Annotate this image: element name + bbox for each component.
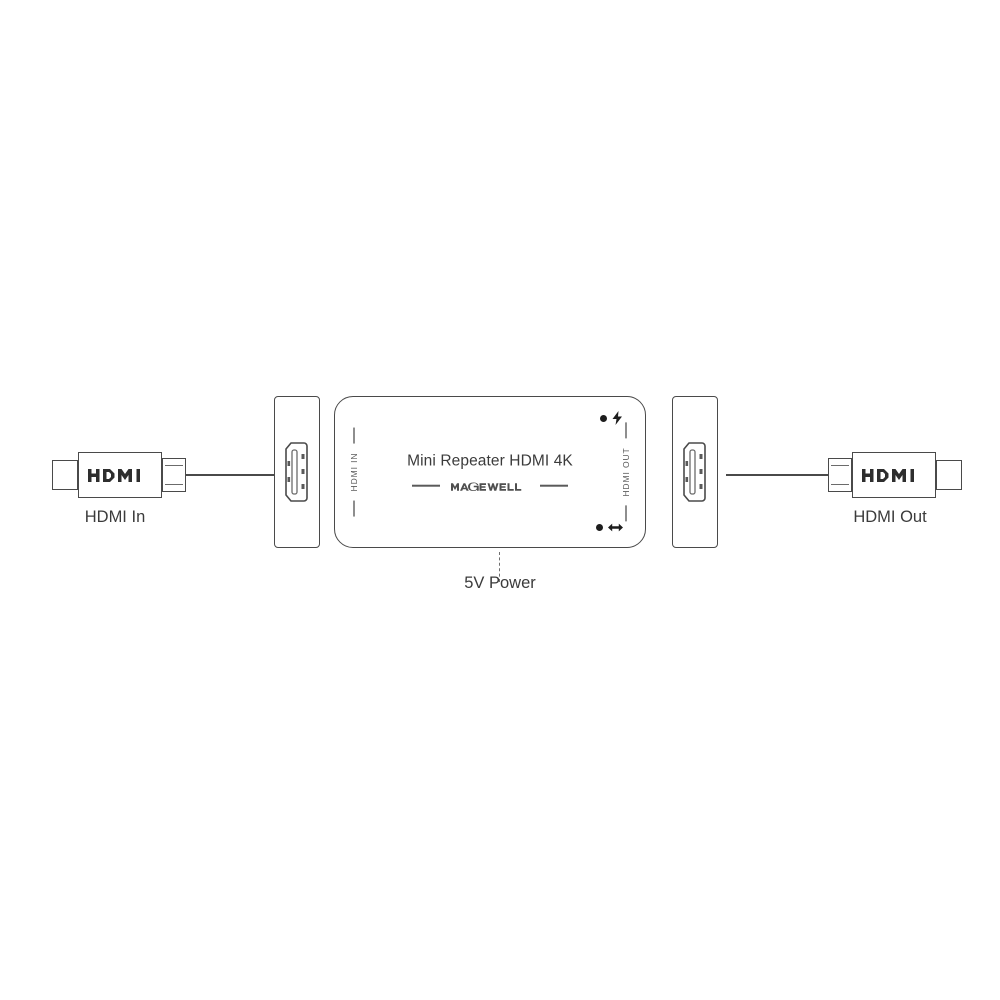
legend-tick-top-out [625,422,627,439]
caption-hdmi-out: HDMI Out [853,508,927,526]
hdmi-logo-left [88,468,140,482]
device-legend-hdmi-in: HDMI IN [349,427,359,517]
legend-tick-top-in [353,427,355,444]
hdmi-cable-connector-right [828,452,962,498]
connector-body-left [78,452,162,498]
bidirectional-arrow-icon [608,523,623,532]
connector-plug-tip-right [828,458,852,492]
brand-rule-left [412,485,440,487]
magewell-wordmark [451,482,522,491]
hdmi-port-block-output [672,396,718,548]
power-indicator [600,411,623,425]
connector-end-tab-left [52,460,78,490]
signal-led-dot [596,524,603,531]
power-leader-line [499,552,500,582]
hdmi-logo-right [862,468,914,482]
repeater-device-body: HDMI IN HDMI OUT Mini Repeater HDMI 4K [334,396,646,548]
device-label-group: Mini Repeater HDMI 4K [335,453,645,492]
power-led-dot [600,414,607,422]
caption-hdmi-in: HDMI In [84,508,146,526]
hdmi-port-icon-input [285,442,308,502]
cable-line-right [726,474,828,476]
connector-body-right [852,452,936,498]
lightning-bolt-icon [612,411,622,425]
brand-wordmark-row [335,480,645,491]
device-model-title: Mini Repeater HDMI 4K [407,452,573,470]
brand-rule-right [540,485,568,487]
caption-power: 5V Power [464,574,536,592]
hdmi-cable-connector-left [52,452,186,498]
device-legend-hdmi-out: HDMI OUT [621,422,631,522]
connector-end-tab-right [936,460,962,490]
connector-plug-tip-left [162,458,186,492]
hdmi-port-block-input [274,396,320,548]
hdmi-port-icon-output [683,442,706,502]
legend-tick-bottom-in [353,500,355,517]
cable-line-left [172,474,274,476]
legend-tick-bottom-out [625,505,627,522]
signal-indicator [596,522,623,533]
